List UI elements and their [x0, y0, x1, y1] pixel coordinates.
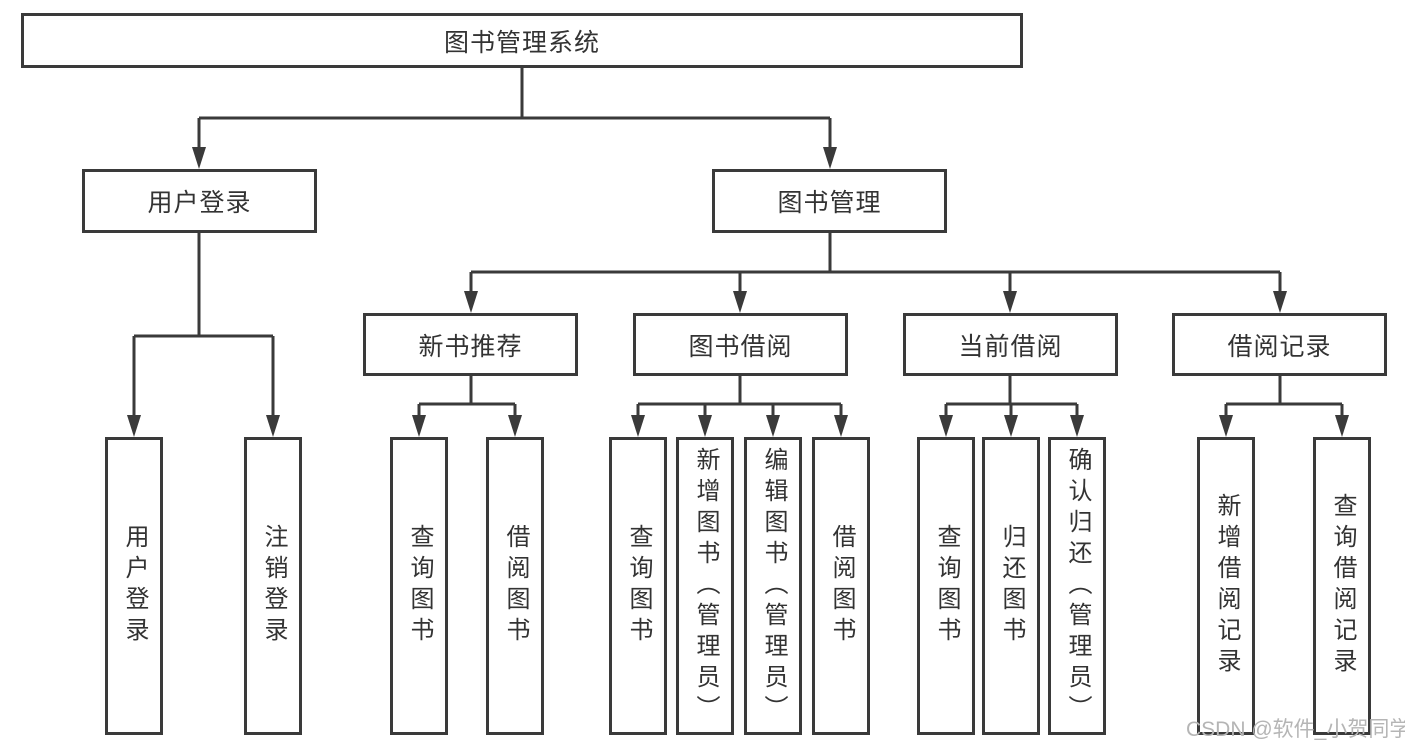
leaf-user-login-label: 用户登录 [121, 524, 148, 648]
node-book-management-label: 图书管理 [777, 189, 882, 217]
leaf-query-books-recommend: 查询图书 [390, 437, 448, 735]
leaf-return-books: 归还图书 [982, 437, 1040, 735]
leaf-logout: 注销登录 [244, 437, 302, 735]
leaf-return-books-label: 归还图书 [998, 524, 1025, 648]
node-book-borrowing-label: 图书借阅 [688, 332, 793, 361]
connector-borrowing-records-children [1219, 376, 1349, 437]
leaf-borrow-books-borrowing: 借阅图书 [812, 437, 870, 735]
node-book-management: 图书管理 [712, 169, 947, 233]
connector-root-to-level2 [192, 68, 837, 169]
leaf-edit-books-admin: 编辑图书（管理员） [744, 437, 802, 735]
node-root-label: 图书管理系统 [443, 28, 600, 57]
node-user-login: 用户登录 [82, 169, 317, 233]
node-new-book-recommend: 新书推荐 [363, 313, 578, 376]
leaf-borrow-books-borrowing-label: 借阅图书 [828, 524, 855, 648]
leaf-query-borrow-record: 查询借阅记录 [1313, 437, 1371, 735]
leaf-query-books-recommend-label: 查询图书 [406, 524, 433, 648]
leaf-add-borrow-record: 新增借阅记录 [1197, 437, 1255, 735]
node-book-borrowing: 图书借阅 [633, 313, 848, 376]
watermark-text: CSDN @软件_小贺同学 [1186, 718, 1405, 741]
connector-book-borrowing-children [631, 376, 848, 437]
leaf-query-books-current: 查询图书 [917, 437, 975, 735]
node-root: 图书管理系统 [21, 13, 1023, 68]
leaf-logout-label: 注销登录 [260, 524, 287, 648]
leaf-borrow-books-recommend-label: 借阅图书 [502, 524, 529, 648]
node-new-book-recommend-label: 新书推荐 [418, 332, 523, 361]
leaf-query-books-borrowing-label: 查询图书 [625, 524, 652, 648]
leaf-add-borrow-record-label: 新增借阅记录 [1213, 493, 1240, 679]
leaf-add-books-admin: 新增图书（管理员） [676, 437, 734, 735]
leaf-confirm-return-admin: 确认归还（管理员） [1048, 437, 1106, 735]
leaf-query-books-borrowing: 查询图书 [609, 437, 667, 735]
leaf-borrow-books-recommend: 借阅图书 [486, 437, 544, 735]
node-borrowing-records: 借阅记录 [1172, 313, 1387, 376]
connector-current-borrowing-children [939, 376, 1084, 437]
leaf-add-books-admin-label: 新增图书（管理员） [692, 446, 719, 726]
leaf-query-borrow-record-label: 查询借阅记录 [1329, 493, 1356, 679]
node-borrowing-records-label: 借阅记录 [1227, 332, 1332, 361]
connector-new-book-recommend-children [412, 376, 522, 437]
leaf-user-login: 用户登录 [105, 437, 163, 735]
node-current-borrowing-label: 当前借阅 [958, 332, 1063, 361]
node-current-borrowing: 当前借阅 [903, 313, 1118, 376]
leaf-query-books-current-label: 查询图书 [933, 524, 960, 648]
node-user-login-label: 用户登录 [147, 189, 252, 217]
leaf-confirm-return-admin-label: 确认归还（管理员） [1064, 446, 1091, 726]
leaf-edit-books-admin-label: 编辑图书（管理员） [760, 446, 787, 726]
connector-user-login-children [127, 233, 280, 437]
connector-book-mgmt-to-level3 [464, 233, 1287, 313]
